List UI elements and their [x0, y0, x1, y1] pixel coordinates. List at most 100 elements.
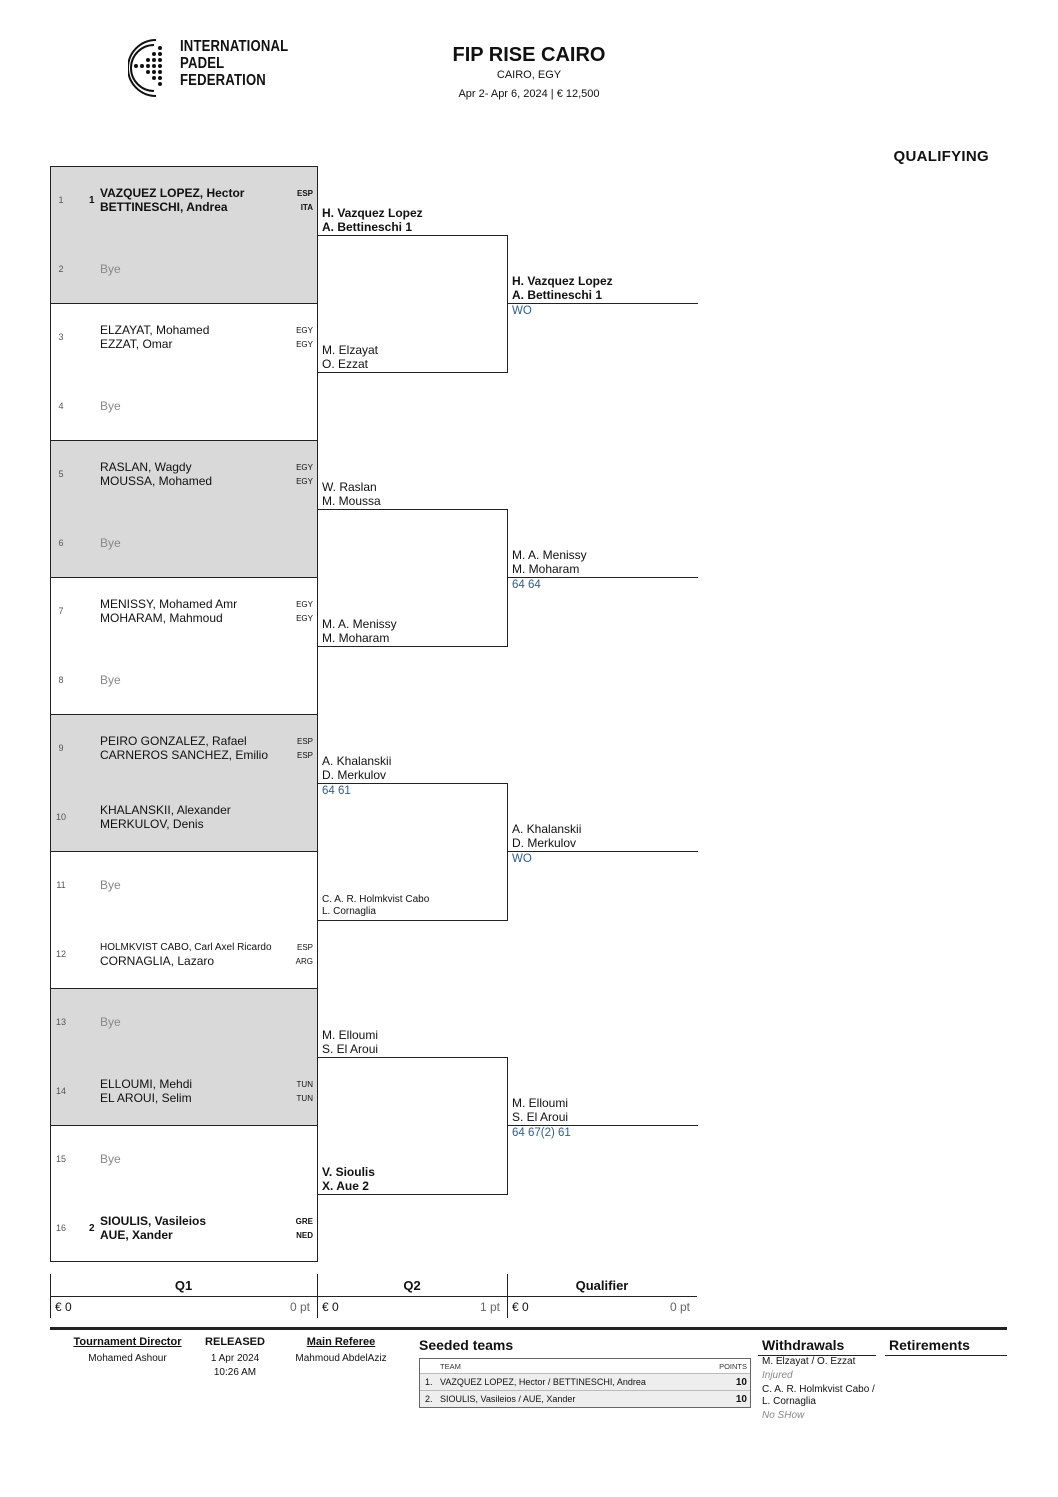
event-title: FIP RISE CAIRO — [452, 44, 606, 66]
main-referee-label: Main Referee — [306, 1336, 376, 1348]
player-name: MOUSSA, Mohamed — [100, 474, 213, 488]
qualifier-team-line1: H. Vazquez Lopez — [512, 274, 613, 288]
seeded-table-header: TEAM POINTS — [420, 1359, 750, 1373]
pair-divider — [50, 1125, 317, 1126]
pair-divider — [50, 714, 317, 715]
prize-points: 0 pt — [669, 1300, 690, 1314]
bye-label: Bye — [100, 1152, 121, 1166]
round2-connector — [507, 782, 508, 921]
qualifier-team-line2: D. Merkulov — [512, 836, 577, 850]
player-country: EGY — [296, 614, 313, 623]
slot-number: 15 — [55, 1154, 66, 1164]
round2-team-line1: A. Khalanskii — [322, 753, 392, 768]
player-country: TUN — [296, 1093, 313, 1103]
prize-money: € 0 — [55, 1300, 72, 1314]
qualifier-line — [508, 851, 698, 852]
round2-line — [318, 919, 508, 921]
slot-number: 3 — [58, 332, 64, 342]
round2-team-line1: H. Vazquez Lopez — [322, 205, 423, 220]
withdrawal-pair: M. Elzayat / O. Ezzat — [762, 1356, 856, 1367]
draw-slot-bye: 11 Bye — [50, 851, 317, 920]
main-referee-name: Mahmoud AbdelAziz — [295, 1353, 387, 1364]
round2-line — [318, 371, 508, 373]
pair-divider — [50, 577, 317, 578]
round2-line — [318, 508, 508, 510]
seed-team: SIOULIS, Vasileios / AUE, Xander — [440, 1394, 576, 1404]
player-name: CORNAGLIA, Lazaro — [100, 953, 215, 968]
released-time: 10:26 AM — [213, 1367, 257, 1378]
event-dates: Apr 2- Apr 6, 2024 | € 12,500 — [458, 88, 600, 100]
player-country: ESP — [296, 942, 313, 952]
qualifier-team-line1: M. Elloumi — [512, 1096, 569, 1110]
round2-line — [318, 1056, 508, 1058]
fip-logo — [128, 39, 162, 97]
player-country: TUN — [296, 1079, 313, 1089]
seed-points: 10 — [735, 1377, 747, 1388]
player-name: VAZQUEZ LOPEZ, Hector — [100, 186, 245, 200]
qualifier-score: 64 64 — [512, 579, 541, 591]
withdrawal-reason: No SHow — [762, 1410, 805, 1421]
player-country: EGY — [296, 463, 313, 472]
player-name: EZZAT, Omar — [100, 337, 173, 351]
player-country: GRE — [295, 1216, 313, 1226]
bye-label: Bye — [100, 535, 121, 550]
pair-divider — [50, 988, 317, 989]
player-name: SIOULIS, Vasileios — [100, 1213, 207, 1228]
player-country: EGY — [296, 326, 313, 335]
bye-label: Bye — [100, 261, 121, 276]
section-label: QUALIFYING — [893, 148, 989, 165]
bye-label: Bye — [100, 878, 121, 892]
prize-round-label: Q2 — [403, 1278, 421, 1293]
pair-divider — [50, 440, 317, 441]
player-country: EGY — [296, 340, 313, 349]
retirements-title: Retirements — [889, 1337, 970, 1353]
slot-number: 4 — [58, 400, 64, 411]
tournament-director-label: Tournament Director — [73, 1336, 182, 1348]
slot-number: 12 — [55, 948, 66, 959]
qualifier-score: WO — [512, 305, 532, 317]
round2-line — [318, 1193, 508, 1195]
round2-team-line2: X. Aue 2 — [322, 1178, 369, 1193]
player-name: EL AROUI, Selim — [100, 1090, 192, 1105]
seed-index: 2. — [425, 1394, 433, 1404]
round2-connector — [507, 234, 508, 373]
slot-number: 5 — [58, 469, 64, 479]
player-country: NED — [296, 1230, 313, 1240]
points-column-header: POINTS — [719, 1362, 747, 1371]
prize-points: 1 pt — [479, 1300, 500, 1314]
qualifier-score: 64 67(2) 61 — [512, 1127, 571, 1139]
player-country: ITA — [300, 203, 313, 212]
qualifier-team-line2: S. El Aroui — [512, 1110, 569, 1124]
player-name: RASLAN, Wagdy — [100, 460, 192, 474]
seed-number: 1 — [89, 195, 95, 206]
player-country: ESP — [296, 737, 313, 746]
round2-connector — [507, 1056, 508, 1195]
slot-number: 13 — [55, 1017, 66, 1027]
prize-col-border — [50, 1274, 51, 1318]
qualifier-team-line1: M. A. Menissy — [512, 548, 587, 562]
event-location: CAIRO, EGY — [496, 69, 562, 81]
draw-border-top — [50, 166, 317, 167]
footer-divider — [50, 1327, 1007, 1330]
slot-number: 6 — [58, 537, 64, 548]
player-country: ESP — [296, 751, 313, 760]
seed-team: VAZQUEZ LOPEZ, Hector / BETTINESCHI, And… — [440, 1377, 646, 1387]
prize-row-divider — [50, 1296, 697, 1297]
round2-team-line2: O. Ezzat — [322, 356, 369, 371]
player-name: MENISSY, Mohamed Amr — [100, 597, 238, 611]
round2-team-line2: M. Moharam — [322, 630, 390, 645]
slot-number: 2 — [58, 263, 64, 274]
qualifier-team-line1: A. Khalanskii — [512, 822, 582, 836]
seed-index: 1. — [425, 1377, 433, 1387]
seeded-teams-table: TEAM POINTS 1. VAZQUEZ LOPEZ, Hector / B… — [419, 1358, 751, 1408]
seed-points: 10 — [735, 1394, 747, 1405]
slot-number: 11 — [56, 880, 66, 890]
